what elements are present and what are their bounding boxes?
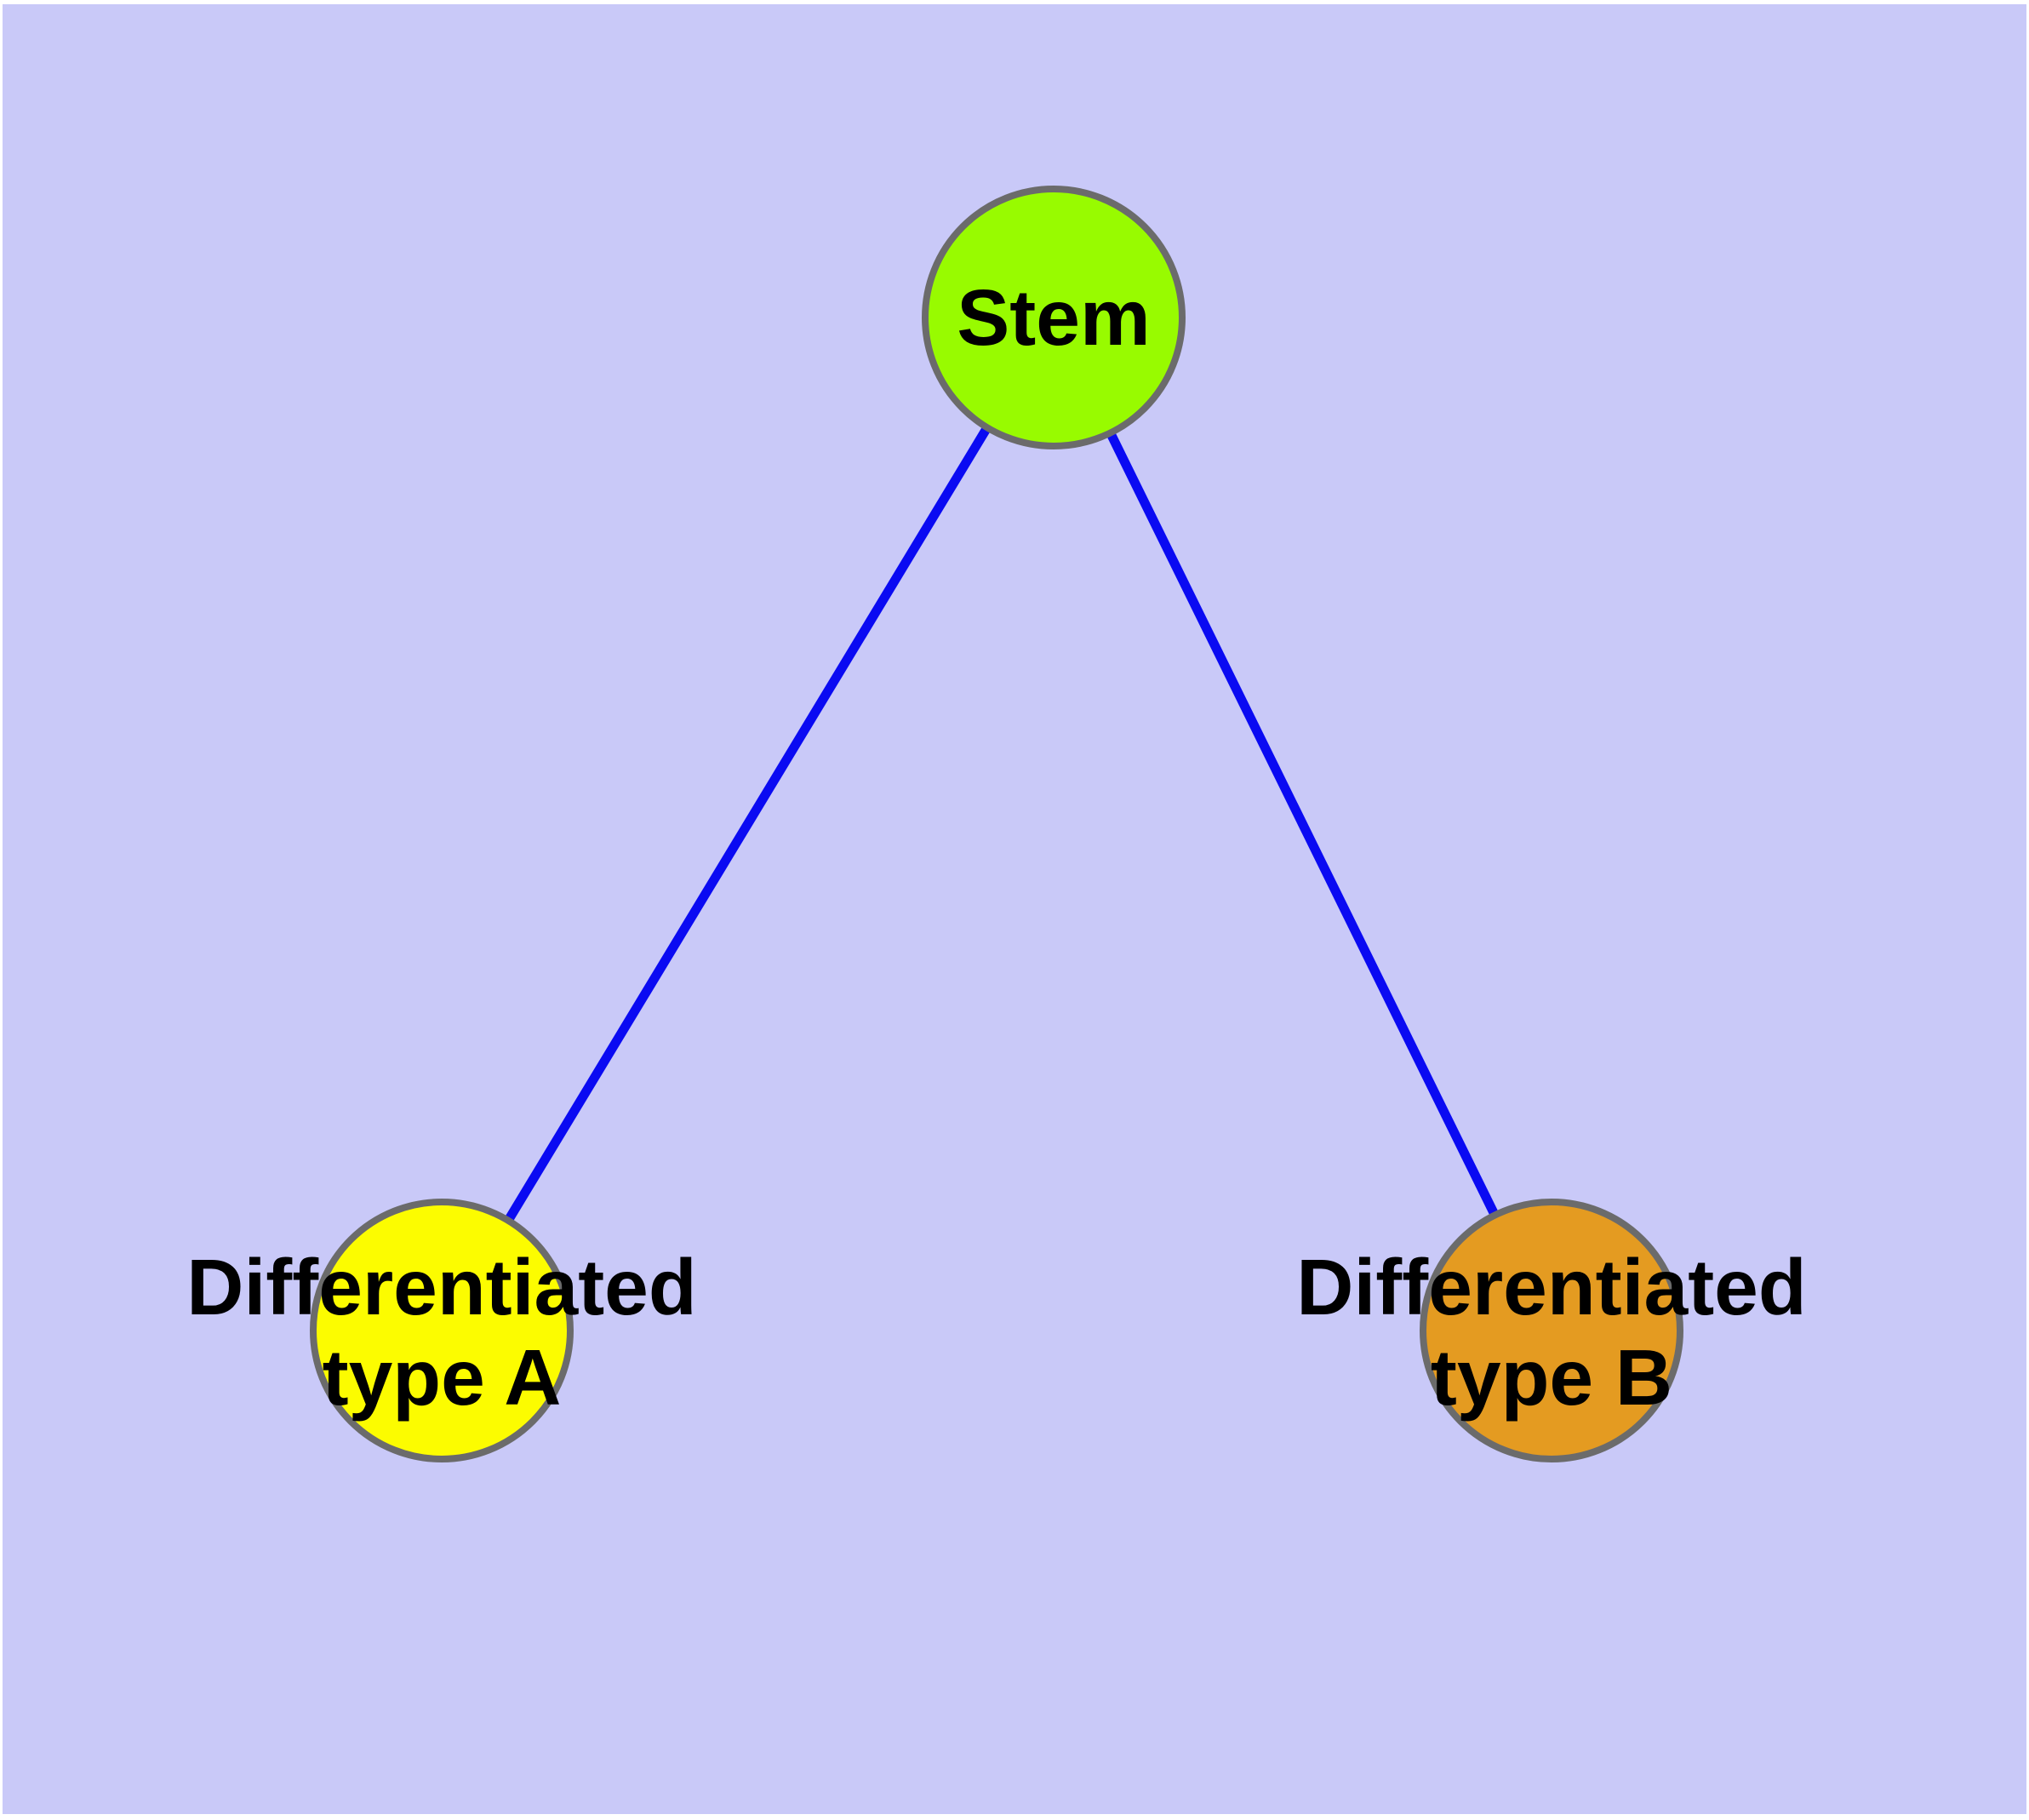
node-differentiated-type-b-circle <box>1420 1199 1683 1462</box>
node-differentiated-type-a: Differentiated type A <box>186 1199 697 1462</box>
edge-stem-to-differentiated-type-a <box>437 315 1058 1333</box>
edge-stem-to-differentiated-type-b <box>1049 315 1556 1333</box>
node-differentiated-type-a-circle <box>310 1199 574 1462</box>
node-differentiated-type-b: Differentiated type B <box>1296 1199 1807 1462</box>
node-differentiated-type-a-label-line1: Differentiated <box>186 1243 696 1331</box>
node-differentiated-type-b-label-line1: Differentiated <box>1296 1243 1806 1331</box>
edge-layer <box>437 315 1556 1333</box>
node-differentiated-type-a-label-line2: type A <box>323 1333 562 1422</box>
node-layer: Stem Differentiated type A Differentiate… <box>186 186 1807 1462</box>
node-differentiated-type-b-label-line2: type B <box>1431 1333 1672 1422</box>
node-stem-label: Stem <box>957 273 1150 362</box>
node-stem-circle <box>922 186 1186 449</box>
node-stem: Stem <box>922 186 1186 449</box>
